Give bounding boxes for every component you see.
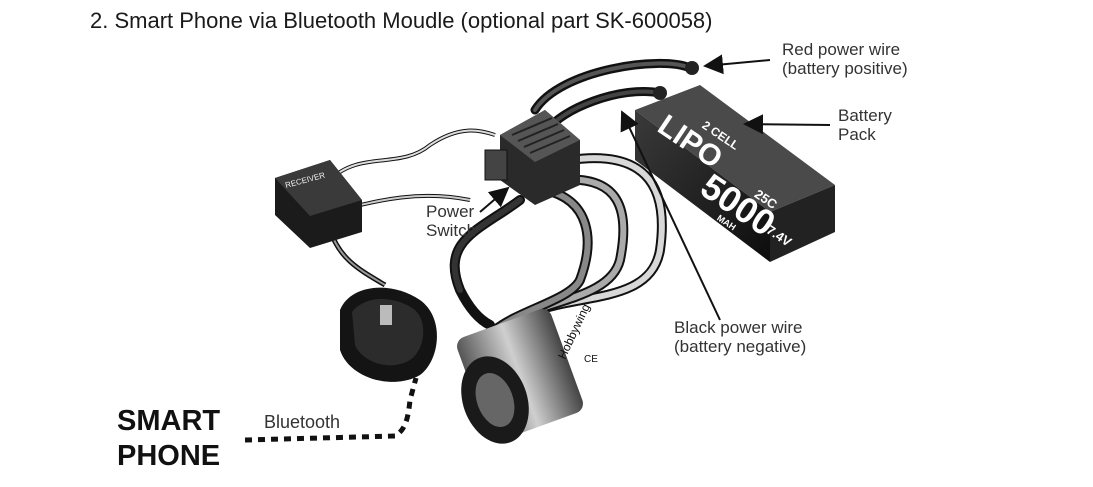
motor-ce-text: CE [584,354,598,365]
bluetooth-label: Bluetooth [264,412,341,432]
esc-unit [484,110,580,205]
motor-wires [449,153,667,335]
bluetooth-module [340,287,437,382]
battery-pack: 2 CELL LIPO 5000 MAH 25C 7.4V [635,85,835,262]
battery-arrow [743,114,831,135]
brushless-motor: Hobbywing CE [457,302,598,444]
annotation-arrows [479,54,831,321]
black-wire-arrow [620,110,721,321]
red-wire-label: Red power wire(battery positive) [782,40,908,78]
motor-brand-text: Hobbywing [555,302,593,362]
red-wire-arrow [703,54,771,75]
page-title: 2. Smart Phone via Bluetooth Moudle (opt… [90,8,713,33]
receiver: RECEIVER [275,160,362,248]
black-wire-label: Black power wire(battery negative) [674,318,807,356]
switch-arrow [479,186,510,213]
